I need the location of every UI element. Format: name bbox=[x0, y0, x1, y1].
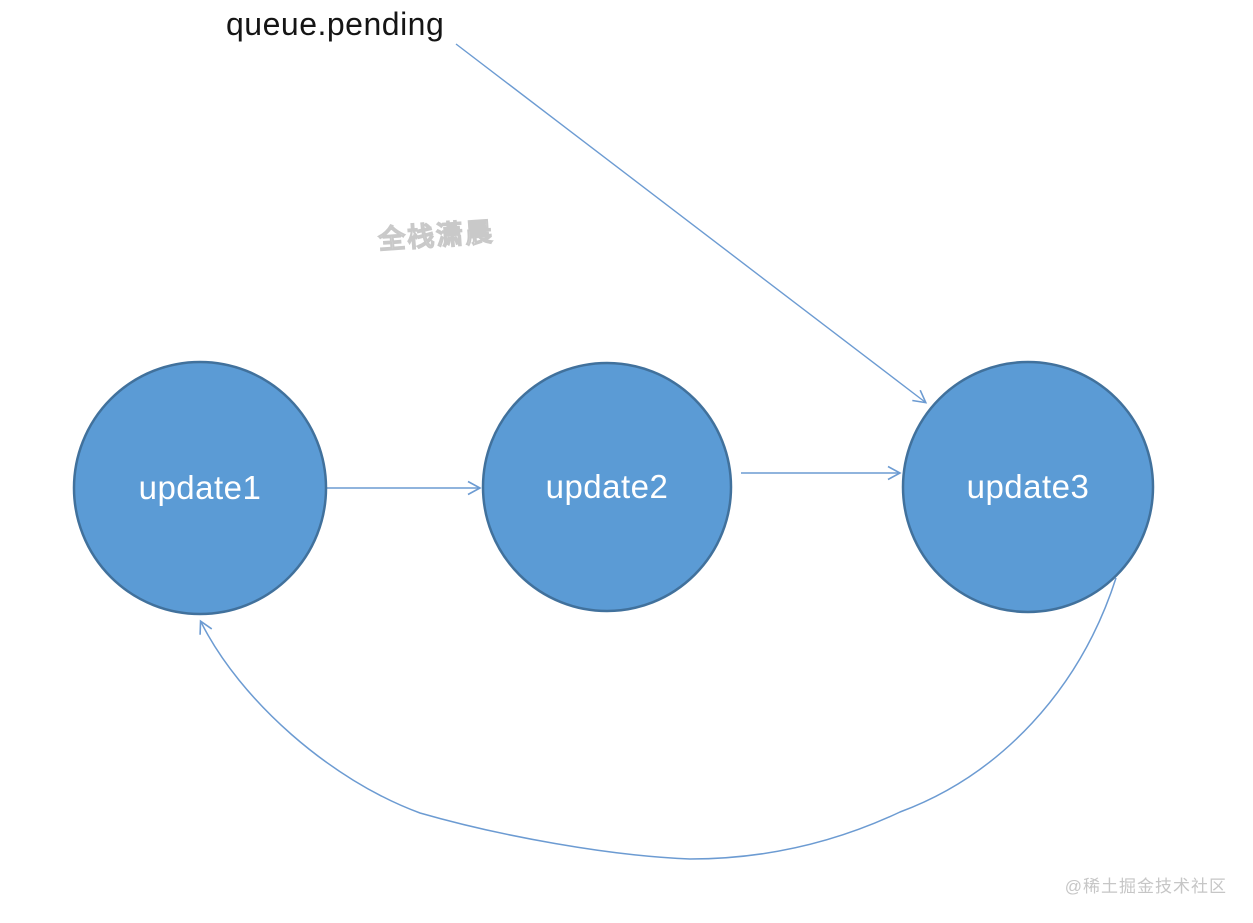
node-circle-update2 bbox=[481, 361, 733, 613]
edge-annotation-to-update3 bbox=[455, 43, 928, 404]
watermark-juejin-community: @稀土掘金技术社区 bbox=[1064, 877, 1227, 896]
watermark-author: 全栈潇晨 bbox=[377, 216, 496, 256]
annotation-queue-pending: queue.pending bbox=[226, 6, 445, 42]
node-circle-update1 bbox=[72, 360, 328, 616]
node-circle-update3 bbox=[901, 360, 1155, 614]
edge-update3-to-update1 bbox=[199, 577, 1117, 860]
